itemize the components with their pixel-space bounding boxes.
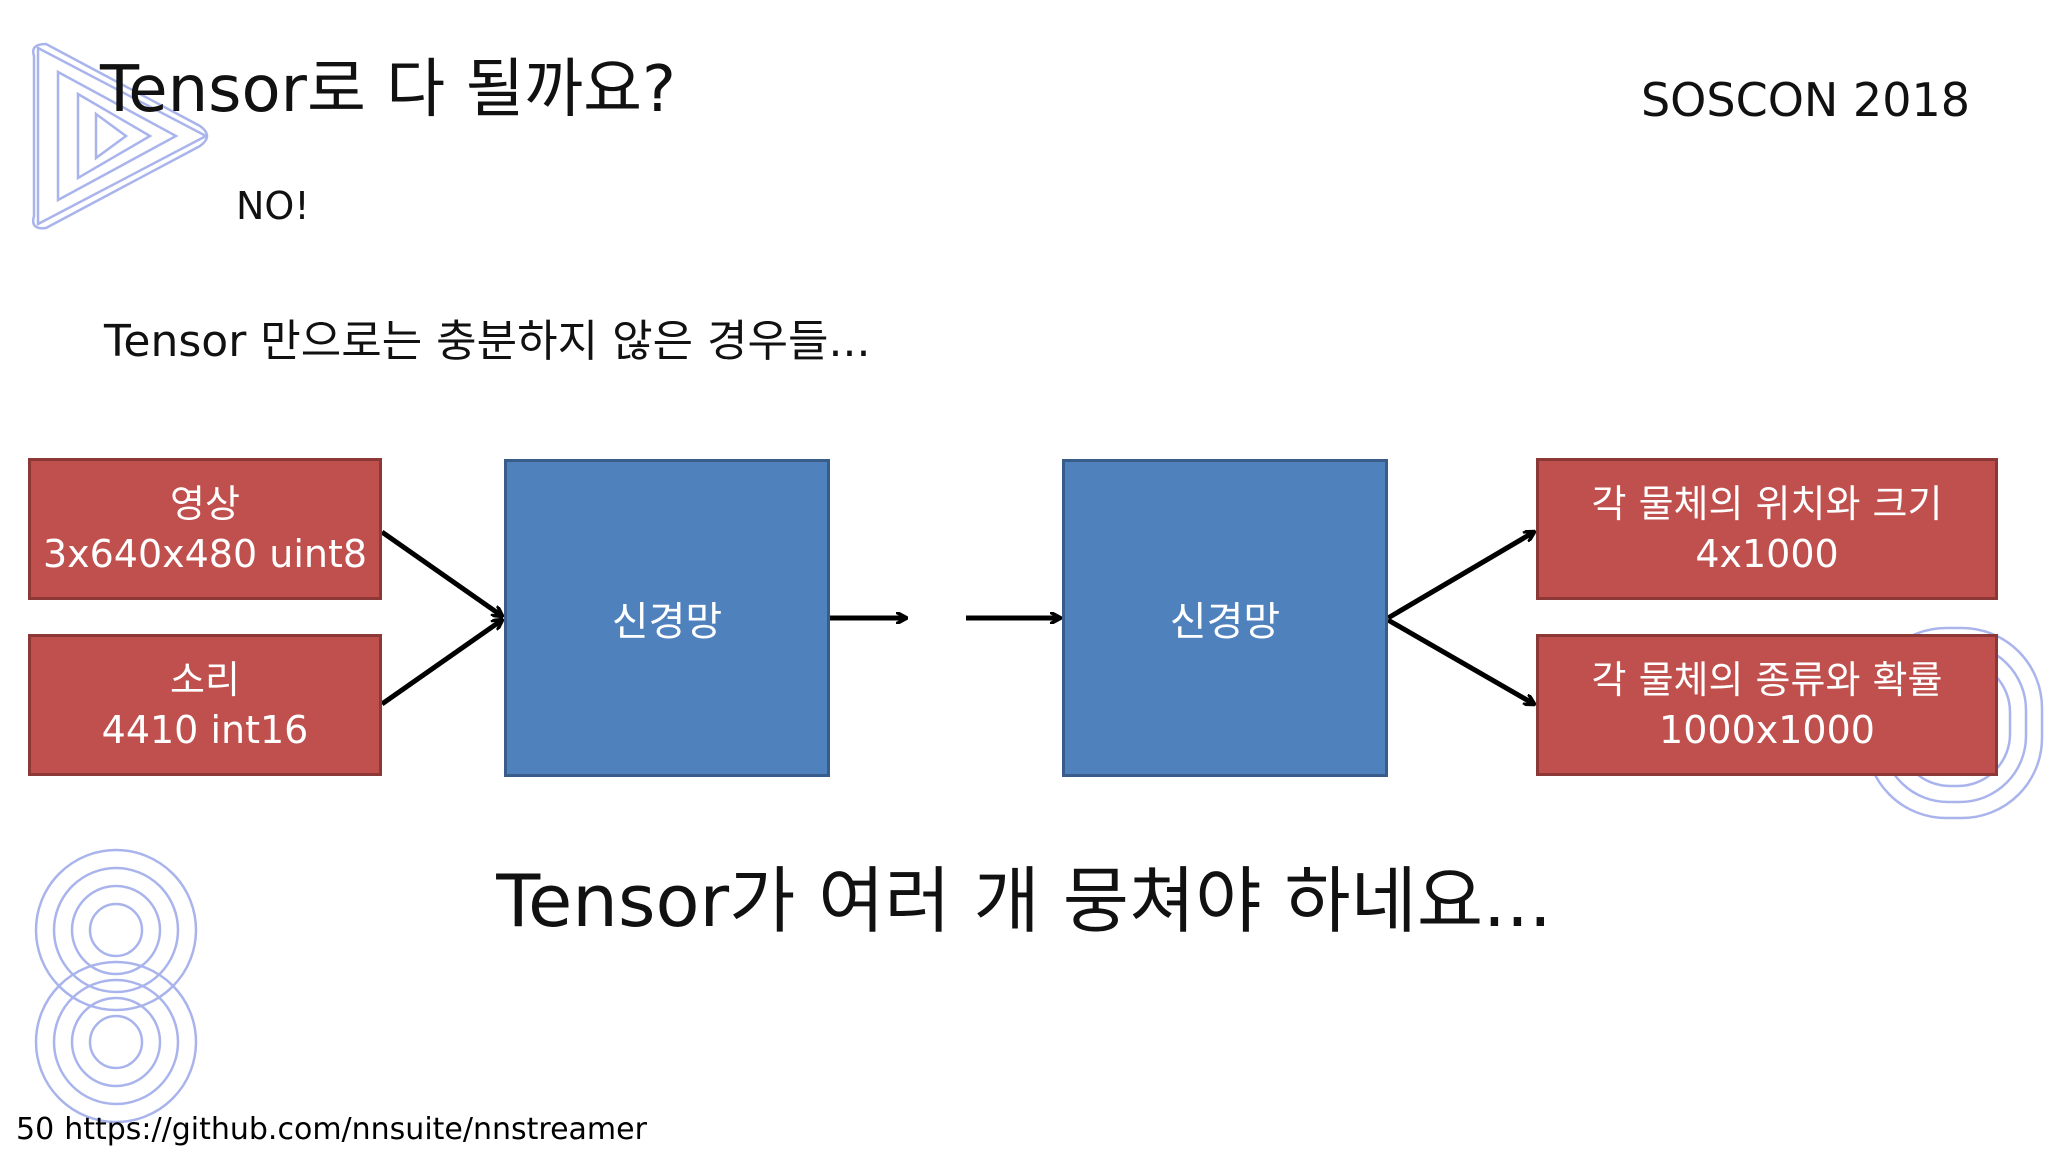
neural-network-box: 신경망 [1062, 459, 1388, 777]
slide-footer: 50 https://github.com/nnsuite/nnstreamer [16, 1112, 657, 1148]
arrow-video-to-network [380, 529, 502, 616]
arrow-audio-to-network [380, 620, 502, 707]
subtitle-text: Tensor 만으로는 충분하지 않은 경우들... [104, 316, 871, 367]
neural-network-box: 신경망 [504, 459, 830, 777]
output-box-class: 각 물체의 종류와 확률 1000x1000 [1536, 634, 1998, 776]
logo-play-triangle-icon [32, 42, 209, 230]
event-label: SOSCON 2018 [1640, 73, 1970, 127]
neural-network-label: 신경망 [611, 599, 723, 645]
neural-network-label: 신경망 [1169, 599, 1281, 645]
input-name: 소리 [170, 658, 240, 702]
output-box-position: 각 물체의 위치와 크기 4x1000 [1536, 458, 1998, 600]
slide-title: Tensor로 다 될까요? [100, 53, 677, 127]
input-shape: 3x640x480 uint8 [42, 532, 368, 576]
arrow-network-to-position [1386, 532, 1534, 621]
repo-link[interactable]: https://github.com/nnsuite/nnstreamer [64, 1112, 647, 1147]
input-box-video: 영상 3x640x480 uint8 [28, 458, 382, 600]
page-number: 50 [16, 1112, 55, 1147]
arrow-network-to-class [1386, 617, 1534, 704]
output-name: 각 물체의 종류와 확률 [1591, 658, 1943, 702]
conclusion-text: Tensor가 여러 개 뭉쳐야 하네요... [496, 859, 1552, 943]
input-shape: 4410 int16 [101, 708, 309, 752]
logo-figure-eight-icon [34, 848, 198, 1124]
output-shape: 4x1000 [1695, 532, 1839, 576]
input-name: 영상 [170, 482, 240, 526]
output-name: 각 물체의 위치와 크기 [1591, 482, 1943, 526]
output-shape: 1000x1000 [1659, 708, 1875, 752]
answer-text: NO! [236, 184, 310, 228]
input-box-audio: 소리 4410 int16 [28, 634, 382, 776]
